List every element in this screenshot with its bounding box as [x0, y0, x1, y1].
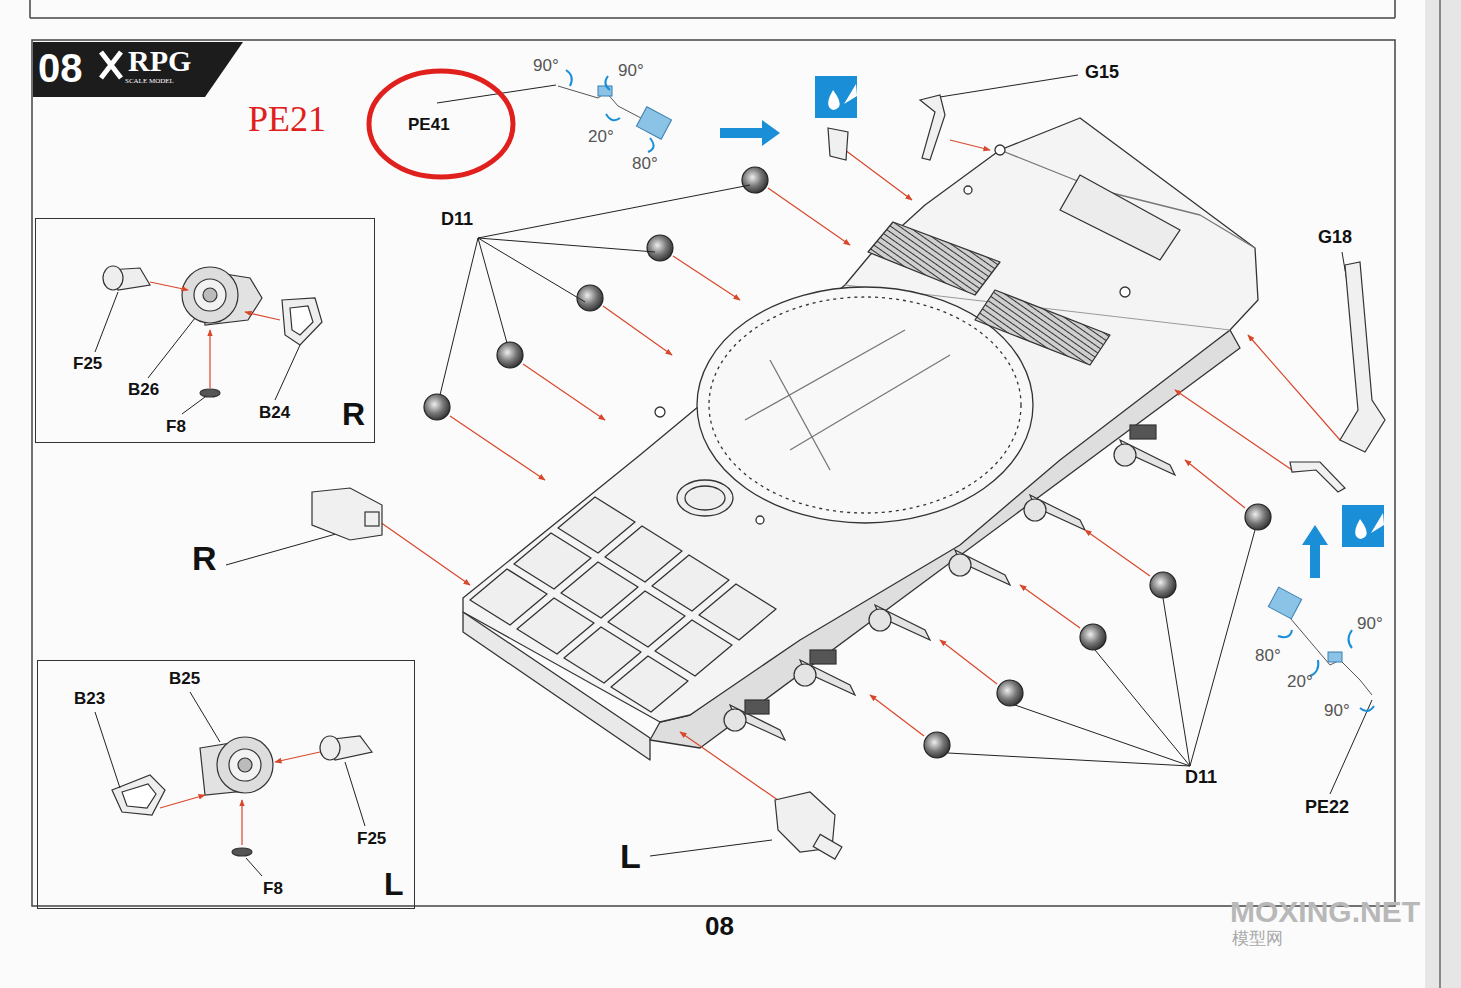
inset-r-parts [103, 266, 322, 397]
part-number: PE22 [1305, 798, 1349, 818]
inset-l-parts [112, 736, 372, 856]
fold-angle: 90° [1357, 615, 1383, 634]
fold-angle: 80° [632, 155, 658, 174]
page-number: 08 [705, 912, 734, 941]
inset-r-leaders [95, 292, 300, 414]
header-band-shape [33, 42, 243, 97]
fold-angle: 80° [1255, 647, 1281, 666]
step-frame [32, 40, 1395, 906]
direction-arrow [720, 120, 780, 146]
detail-inset: B23 B25F25F8 L [37, 660, 415, 909]
part-number: F8 [263, 880, 283, 899]
highlight-circle: PE41 [366, 68, 516, 180]
fold-angle: 20° [1287, 673, 1313, 692]
side-marker: L [620, 838, 641, 875]
hull [463, 118, 1258, 760]
part-number: F25 [73, 355, 102, 374]
annotation: PE21 [248, 100, 326, 140]
road-wheels [424, 167, 1271, 758]
side-marker: L [384, 867, 404, 902]
part-number: D11 [441, 210, 473, 230]
fold-arrows [566, 70, 1374, 711]
panel-border [1394, 0, 1396, 18]
assembly-arrows [380, 140, 1340, 805]
inset-l-leaders [95, 692, 365, 876]
brand-tagline: SCALE MODEL [125, 78, 174, 86]
part-number: B23 [74, 690, 105, 709]
fold-angle: 90° [618, 62, 644, 81]
panel-border [30, 17, 1395, 19]
part-number: G18 [1318, 228, 1352, 248]
part-number: D11 [1185, 768, 1217, 788]
inset-r-arrows [150, 282, 280, 388]
side-marker: R [192, 540, 217, 577]
inset-l-arrows [160, 752, 320, 845]
step-number: 08 [38, 46, 83, 90]
brand-logo: RPG [128, 44, 191, 77]
detail-inset: F25B26F8 B24 R [35, 218, 375, 443]
part-number: PE41 [408, 116, 450, 135]
parts [312, 95, 1385, 859]
side-marker: R [342, 397, 365, 432]
leader-lines [226, 75, 1372, 856]
watermark: 模型网 [1232, 930, 1283, 949]
glue-icon [1342, 505, 1384, 547]
fold-angle: 90° [1324, 702, 1350, 721]
part-number: B24 [259, 404, 290, 423]
watermark: MOXING.NET [1230, 895, 1420, 928]
step-header: 08 RPGSCALE MODEL [33, 42, 243, 97]
panel-border [29, 0, 31, 18]
suspension-arms [724, 425, 1175, 740]
page-edge [1425, 0, 1461, 988]
part-number: B26 [128, 381, 159, 400]
fold-angle: 90° [533, 57, 559, 76]
page-edge-line [1439, 0, 1441, 988]
logo-mark [101, 52, 121, 78]
part-number: F8 [166, 418, 186, 437]
glue-icon [815, 76, 857, 118]
direction-arrow [1302, 525, 1328, 578]
part-number: B25 [169, 670, 200, 689]
fold-angle: 20° [588, 128, 614, 147]
part-number: F25 [357, 830, 386, 849]
photo-etch-parts [558, 86, 1372, 695]
circle-outline-shape [369, 71, 513, 177]
part-number: G15 [1085, 63, 1119, 83]
